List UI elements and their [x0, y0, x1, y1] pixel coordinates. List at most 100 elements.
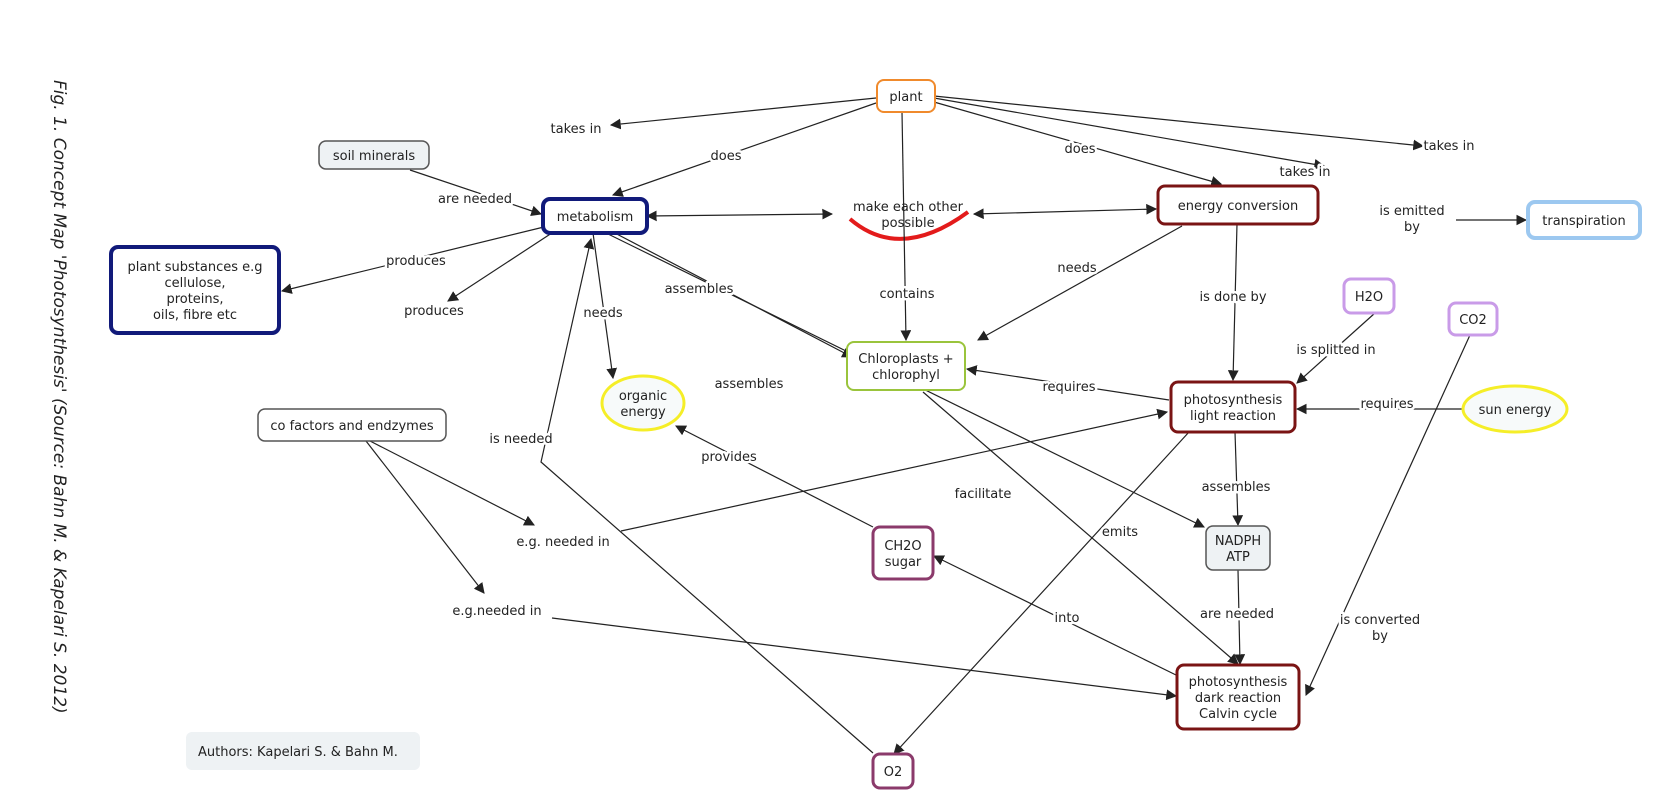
edge-arrow-26: [933, 555, 1177, 676]
node-o2: O2: [871, 752, 915, 790]
edge-arrow-22: [893, 431, 1190, 755]
edge-label: takes in: [1280, 165, 1331, 180]
authors-box: [186, 732, 420, 770]
edge-label: does: [711, 149, 742, 164]
node-label: plant: [889, 90, 922, 105]
node-label: metabolism: [557, 210, 634, 225]
edge-arrow-29: [365, 440, 485, 594]
edge-arrow-27: [540, 237, 874, 754]
node-label: H2O: [1355, 290, 1383, 305]
edge-label: facilitate: [955, 487, 1012, 502]
edge-arrow-7: [645, 208, 834, 222]
edge-label: e.g. needed in: [516, 535, 609, 550]
edge-label: assembles: [665, 282, 734, 297]
edge-arrow-4: [933, 97, 1326, 170]
edge-label: are needed: [1200, 607, 1274, 622]
edge-label: is done by: [1199, 290, 1266, 305]
edge-arrow-15: [1227, 223, 1239, 382]
edge-label: assembles: [715, 377, 784, 392]
node-metabolism: metabolism: [541, 197, 649, 235]
node-label: energy conversion: [1178, 199, 1298, 214]
node-label: soil minerals: [333, 149, 416, 164]
node-cofactors: co factors and endzymes: [257, 408, 447, 442]
node-h2o: H2O: [1342, 277, 1396, 315]
figure-caption: Fig. 1. Concept Map 'Photosynthesis' (So…: [49, 80, 69, 714]
edge-label: needs: [1057, 261, 1096, 276]
edge-label: assembles: [1202, 480, 1271, 495]
edge-arrow-17: [1296, 312, 1376, 384]
edges-layer: [280, 95, 1528, 755]
edge-arrow-8: [972, 203, 1158, 220]
edge-label: e.g.needed in: [452, 604, 541, 619]
edge-label: needs: [583, 306, 622, 321]
edge-arrow-2: [900, 111, 912, 342]
edge-label: provides: [701, 450, 757, 465]
edge-label: emits: [1102, 525, 1138, 540]
node-plant: plant: [876, 79, 936, 113]
edge-labels-layer: takes in does contains does takes in takes in…: [384, 120, 1477, 647]
edge-arrow-leg-1: [551, 617, 1178, 701]
node-co2: CO2: [1447, 301, 1499, 337]
node-energy: energy conversion: [1156, 184, 1320, 226]
edge-label: is splitted in: [1296, 343, 1375, 358]
edge-label: does: [1065, 142, 1096, 157]
node-label: O2: [884, 765, 903, 780]
edge-arrow-10: [447, 228, 559, 302]
edge-arrow-5: [933, 95, 1425, 151]
edge-arrow-14: [977, 225, 1183, 341]
edge-label: takes in: [1424, 139, 1475, 154]
node-chloro: Chloroplasts +chlorophyl: [846, 341, 966, 391]
edge-arrow-3: [933, 101, 1223, 187]
edge-label: takes in: [551, 122, 602, 137]
node-sun: sun energy: [1461, 384, 1569, 434]
edge-arrow-28: [369, 440, 535, 526]
edge-arrow-21: [1232, 431, 1244, 527]
edge-arrow-19: [965, 365, 1170, 401]
edge-label: contains: [879, 287, 934, 302]
edge-arrow-18: [1305, 334, 1471, 696]
node-soil: soil minerals: [318, 140, 430, 170]
edge-label: into: [1055, 611, 1080, 626]
node-label: sun energy: [1479, 403, 1552, 418]
edge-arrow-12: [610, 230, 853, 358]
node-label: transpiration: [1542, 214, 1626, 229]
nodes-layer: plant soil minerals metabolism make each ot…: [109, 79, 1642, 790]
edge-arrow-23: [922, 391, 1239, 665]
node-label: Chloroplasts +chlorophyl: [858, 352, 953, 383]
edge-label: requires: [1043, 380, 1096, 395]
edge-arrow-11: [592, 232, 618, 380]
edge-arrow-25: [675, 425, 874, 528]
node-label: co factors and endzymes: [270, 419, 433, 434]
edge-label: are needed: [438, 192, 512, 207]
edge-arrow-0: [609, 97, 877, 130]
edge-label: is needed: [489, 432, 552, 447]
node-transpiration: transpiration: [1526, 200, 1642, 240]
authors-text: Authors: Kapelari S. & Bahn M.: [198, 745, 398, 760]
edge-arrow-9: [280, 225, 549, 294]
edge-label: produces: [404, 304, 464, 319]
edge-arrow-leg-0: [620, 408, 1169, 532]
edge-label: requires: [1361, 397, 1414, 412]
edge-label: produces: [386, 254, 446, 269]
edge-arrow-6: [409, 169, 543, 217]
node-label: CO2: [1459, 313, 1487, 328]
edge-arrow-1: [611, 102, 877, 197]
edge-arrow-24: [1234, 569, 1246, 666]
